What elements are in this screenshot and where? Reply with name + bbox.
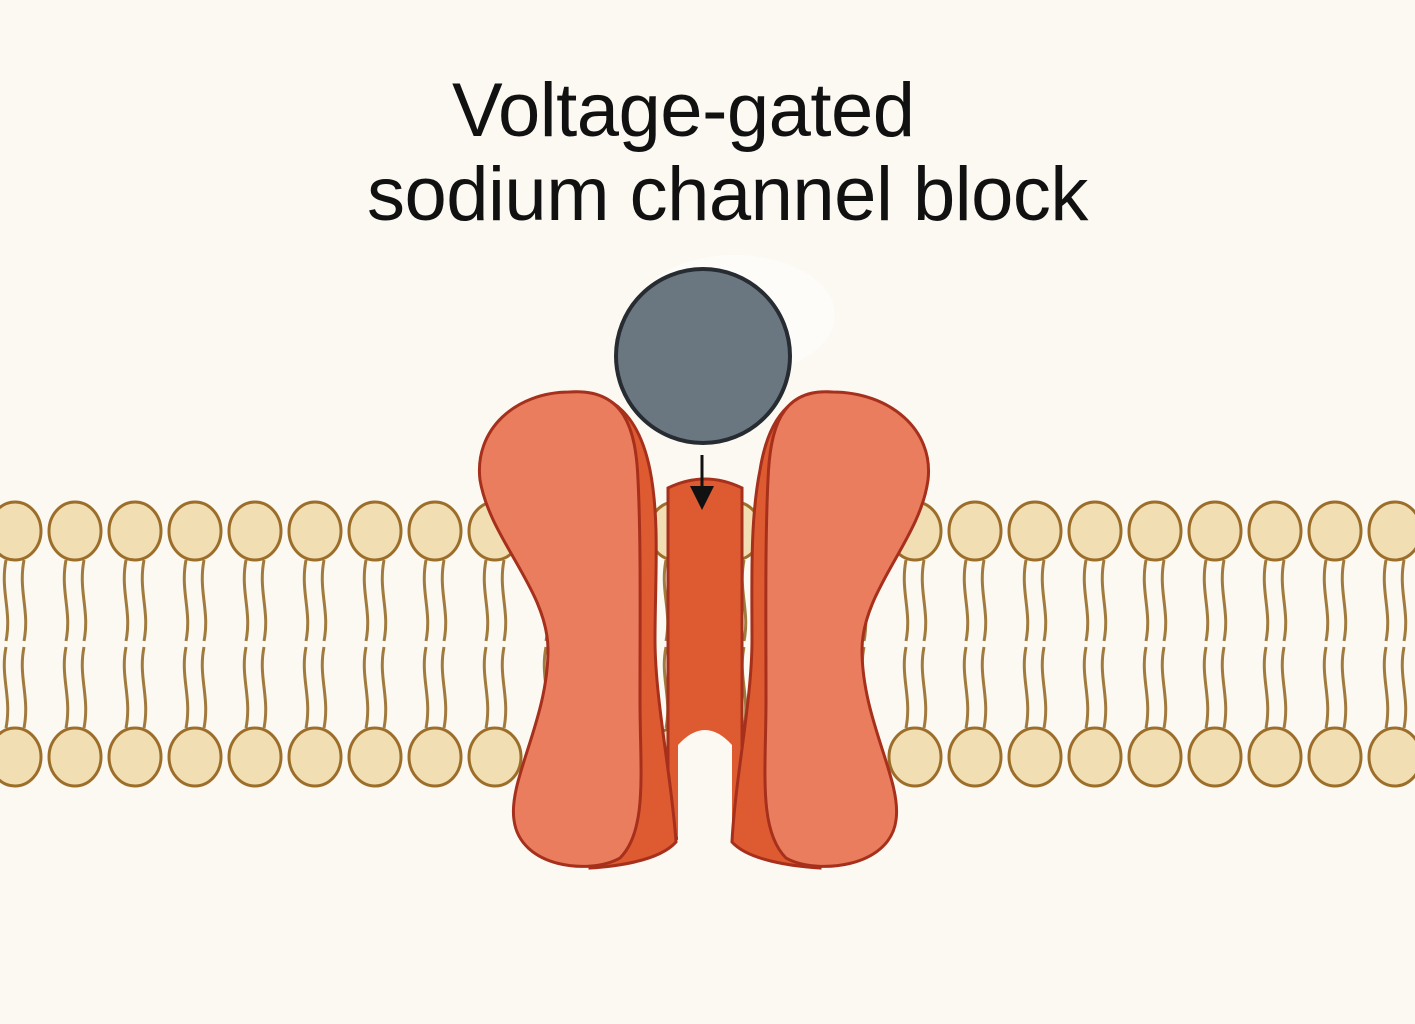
- lipid-tail: [2, 559, 10, 729]
- lipid-tail: [482, 559, 490, 729]
- title-line-2: sodium channel block: [367, 152, 1088, 237]
- channel-pore-gap: [678, 730, 732, 862]
- lipid-head: [1247, 726, 1303, 788]
- lipid-head: [107, 726, 163, 788]
- lipid-head: [167, 726, 223, 788]
- lipid-head: [0, 726, 43, 788]
- lipid-head: [407, 500, 463, 562]
- lipid-tail: [20, 559, 28, 729]
- lipid-head: [947, 726, 1003, 788]
- title-line-1: Voltage-gated: [452, 68, 915, 153]
- lipid-head: [107, 500, 163, 562]
- lipid-tail: [1160, 559, 1168, 729]
- lipid-tail: [1262, 559, 1270, 729]
- lipid-tail: [1280, 559, 1288, 729]
- sodium-channel: [477, 390, 931, 870]
- lipid-tail: [422, 559, 430, 729]
- lipid-head: [1007, 726, 1063, 788]
- lipid-head: [1007, 500, 1063, 562]
- lipid-tail: [500, 559, 508, 729]
- lipid-tail: [1022, 559, 1030, 729]
- lipid-head: [227, 726, 283, 788]
- lipid-tail: [1382, 559, 1390, 729]
- lipid-head: [467, 726, 523, 788]
- lipid-head: [1307, 500, 1363, 562]
- lipid-head: [1307, 726, 1363, 788]
- lipid-tail: [122, 559, 130, 729]
- lipid-head: [887, 726, 943, 788]
- lipid-tail: [1202, 559, 1210, 729]
- lipid-tail: [1040, 559, 1048, 729]
- lipid-head: [1367, 500, 1415, 562]
- lipid-head: [407, 726, 463, 788]
- lipid-tail: [1340, 559, 1348, 729]
- lipid-head: [947, 500, 1003, 562]
- lipid-tail: [920, 559, 928, 729]
- lipid-head: [1067, 500, 1123, 562]
- lipid-tail: [440, 559, 448, 729]
- lipid-tail: [1400, 559, 1408, 729]
- lipid-tail: [62, 559, 70, 729]
- lipid-tail: [962, 559, 970, 729]
- lipid-head: [1187, 500, 1243, 562]
- lipid-tail: [380, 559, 388, 729]
- lipid-tail: [242, 559, 250, 729]
- lipid-tail: [260, 559, 268, 729]
- lipid-head: [287, 500, 343, 562]
- lipid-head: [1127, 500, 1183, 562]
- channel-right-subunit-front: [763, 390, 931, 868]
- lipid-tail: [182, 559, 190, 729]
- lipid-head: [347, 500, 403, 562]
- lipid-head: [1187, 726, 1243, 788]
- lipid-tail: [302, 559, 310, 729]
- lipid-tail: [1100, 559, 1108, 729]
- lipid-head: [1067, 726, 1123, 788]
- lipid-tail: [1220, 559, 1228, 729]
- lipid-head: [347, 726, 403, 788]
- lipid-tail: [1142, 559, 1150, 729]
- blocker-molecule-icon: [614, 267, 792, 445]
- lipid-head: [1127, 726, 1183, 788]
- lipid-tail: [902, 559, 910, 729]
- lipid-tail: [80, 559, 88, 729]
- lipid-head: [47, 726, 103, 788]
- lipid-tail: [140, 559, 148, 729]
- lipid-tail: [1082, 559, 1090, 729]
- channel-left-subunit-front: [477, 390, 643, 868]
- lipid-head: [227, 500, 283, 562]
- lipid-head: [0, 500, 43, 562]
- lipid-tail: [980, 559, 988, 729]
- lipid-head: [47, 500, 103, 562]
- lipid-head: [167, 500, 223, 562]
- lipid-head: [1247, 500, 1303, 562]
- down-arrow-icon: [690, 455, 714, 510]
- lipid-head: [1367, 726, 1415, 788]
- lipid-tail: [200, 559, 208, 729]
- lipid-tail: [320, 559, 328, 729]
- lipid-head: [287, 726, 343, 788]
- lipid-tail: [1322, 559, 1330, 729]
- lipid-tail: [362, 559, 370, 729]
